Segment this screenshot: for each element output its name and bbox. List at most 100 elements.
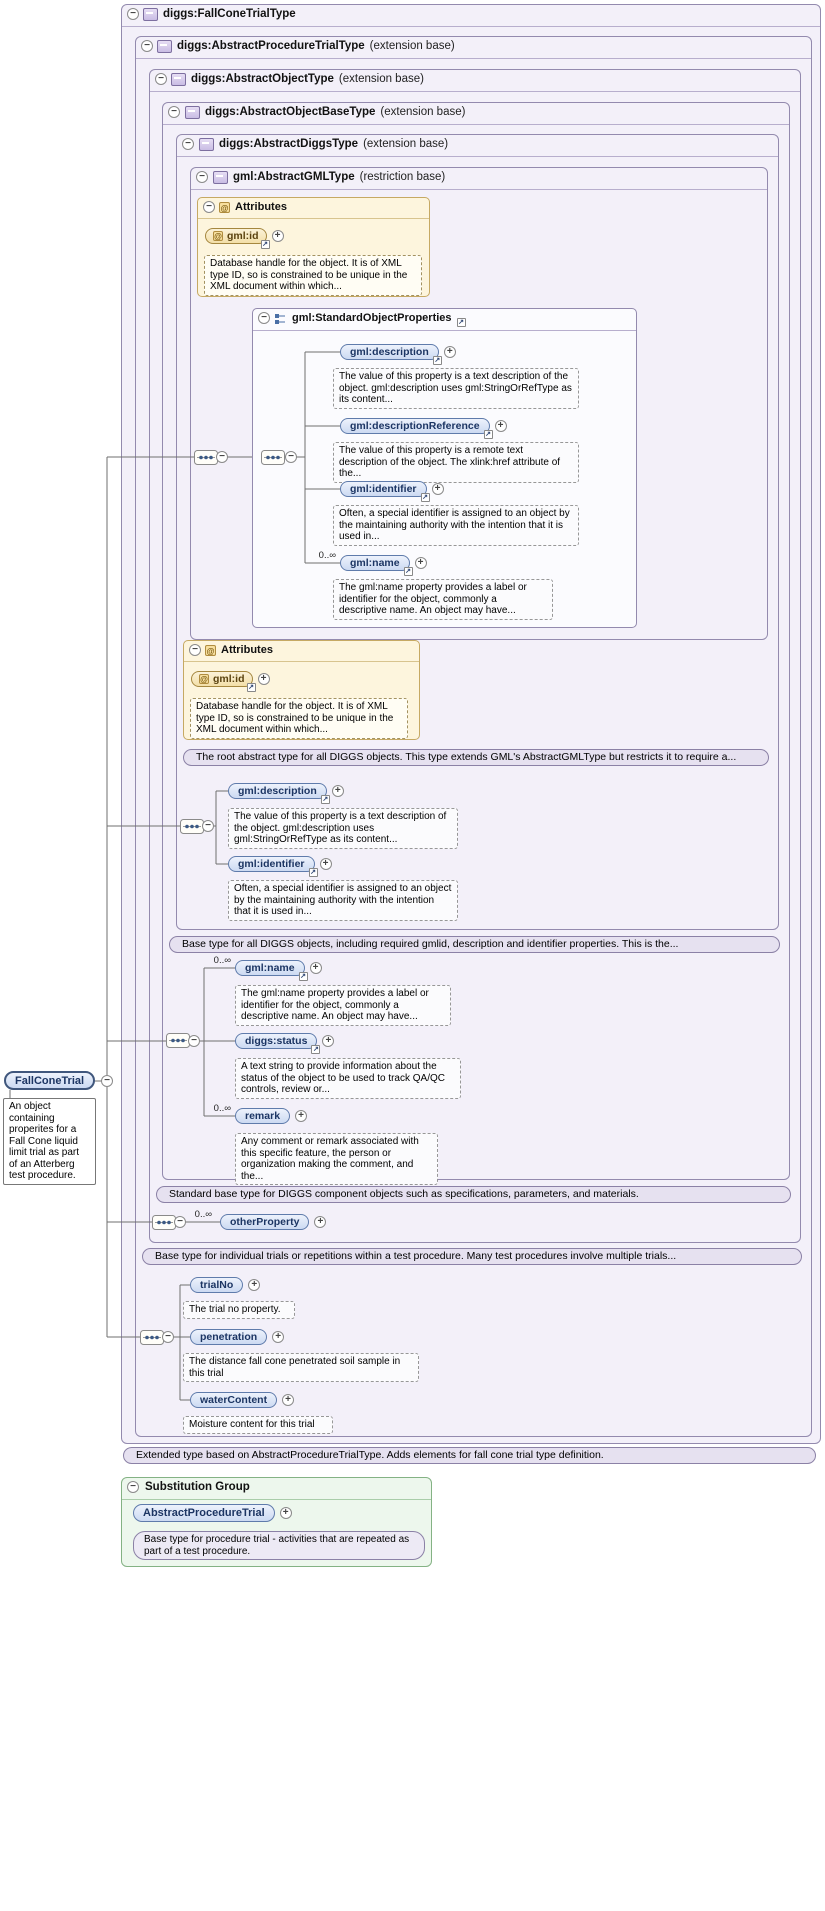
element-pill-fallConeTrial[interactable]: FallConeTrial xyxy=(4,1071,96,1090)
collapse-toggle[interactable]: − xyxy=(127,8,139,20)
collapse-toggle[interactable]: − xyxy=(189,644,201,656)
expand-toggle[interactable]: + xyxy=(443,346,456,358)
expand-toggle[interactable]: + xyxy=(319,858,332,870)
expand-toggle[interactable]: + xyxy=(295,1110,308,1122)
collapse-toggle[interactable]: − xyxy=(182,138,194,150)
collapse-toggle[interactable]: − xyxy=(141,40,153,52)
collapse-toggle[interactable]: − xyxy=(202,820,214,832)
element-row-gml-descriptionReference: gml:descriptionReference↗ + xyxy=(340,418,507,439)
element-row-waterContent: waterContent + xyxy=(190,1392,295,1408)
reference-arrow-icon[interactable]: ↗ xyxy=(320,795,330,804)
element-label: penetration xyxy=(200,1331,258,1343)
box-title: diggs:AbstractObjectType xyxy=(191,73,334,85)
doc-penetration: The distance fall cone penetrated soil s… xyxy=(183,1353,419,1382)
expand-toggle[interactable]: + xyxy=(494,420,507,432)
collapse-toggle[interactable]: − xyxy=(216,451,228,463)
element-pill-abstractProcedureTrial[interactable]: AbstractProcedureTrial xyxy=(133,1504,275,1522)
collapse-toggle[interactable]: − xyxy=(162,1331,174,1343)
collapse-toggle[interactable]: − xyxy=(155,73,167,85)
collapse-toggle[interactable]: − xyxy=(258,312,270,324)
annotation-abstractObjectBaseType: Base type for all DIGGS objects, includi… xyxy=(169,936,780,953)
element-pill-gml-identifier[interactable]: gml:identifier↗ xyxy=(228,856,318,877)
expand-toggle[interactable]: + xyxy=(279,1507,292,1519)
reference-arrow-icon[interactable]: ↗ xyxy=(308,868,318,877)
attributes-header-gml: @ Attributes xyxy=(219,200,287,214)
header-separator xyxy=(122,26,820,27)
occurrence-label: 0..∞ xyxy=(194,1209,212,1220)
expand-toggle[interactable]: + xyxy=(282,1394,295,1406)
attributes-title: Attributes xyxy=(221,644,273,656)
collapse-toggle[interactable]: − xyxy=(285,451,297,463)
expand-toggle[interactable]: + xyxy=(431,483,444,495)
box-title: diggs:AbstractProcedureTrialType xyxy=(177,40,365,52)
doc-gml-identifier: Often, a special identifier is assigned … xyxy=(228,880,458,921)
expand-toggle[interactable]: + xyxy=(257,673,270,685)
element-row-diggs-status: diggs:status↗ + xyxy=(235,1033,335,1054)
element-row-fallConeTrial: FallConeTrial − xyxy=(4,1071,114,1090)
reference-arrow-icon[interactable]: ↗ xyxy=(260,240,270,249)
element-pill-diggs-status[interactable]: diggs:status↗ xyxy=(235,1033,321,1054)
header-separator xyxy=(177,156,778,157)
element-pill-otherProperty[interactable]: otherProperty xyxy=(220,1214,310,1230)
reference-arrow-icon[interactable]: ↗ xyxy=(483,430,493,439)
element-pill-gml-descriptionReference[interactable]: gml:descriptionReference↗ xyxy=(340,418,493,439)
reference-arrow-icon[interactable]: ↗ xyxy=(420,493,430,502)
expand-toggle[interactable]: + xyxy=(322,1035,335,1047)
reference-arrow-icon[interactable]: ↗ xyxy=(298,972,308,981)
element-pill-remark[interactable]: remark xyxy=(235,1108,291,1124)
attribute-pill-gml-id[interactable]: @ gml:id ↗ xyxy=(205,228,270,249)
collapse-toggle[interactable]: − xyxy=(196,171,208,183)
expand-toggle[interactable]: + xyxy=(309,962,322,974)
element-pill-trialNo[interactable]: trialNo xyxy=(190,1277,244,1293)
collapse-toggle[interactable]: − xyxy=(127,1481,139,1493)
complex-type-icon xyxy=(157,39,172,53)
base-suffix: (extension base) xyxy=(363,138,449,150)
attributes-header-diggs: @ Attributes xyxy=(205,643,273,657)
expand-toggle[interactable]: + xyxy=(314,1216,327,1228)
reference-arrow-icon[interactable]: ↗ xyxy=(432,356,442,365)
expand-toggle[interactable]: + xyxy=(272,1331,285,1343)
box-header-abstractObjectType: diggs:AbstractObjectType (extension base… xyxy=(171,72,424,86)
sequence-icon xyxy=(180,819,204,834)
element-label: gml:identifier xyxy=(350,483,417,495)
expand-toggle[interactable]: + xyxy=(248,1279,261,1291)
expand-toggle[interactable]: + xyxy=(414,557,427,569)
reference-arrow-icon[interactable]: ↗ xyxy=(403,567,413,576)
box-title: diggs:AbstractDiggsType xyxy=(219,138,359,150)
collapse-toggle[interactable]: − xyxy=(101,1074,114,1087)
collapse-toggle[interactable]: − xyxy=(168,106,180,118)
expand-toggle[interactable]: + xyxy=(271,230,284,242)
element-pill-gml-name[interactable]: gml:name↗ xyxy=(340,555,413,576)
box-title: diggs:AbstractObjectBaseType xyxy=(205,106,376,118)
occurrence-label: 0..∞ xyxy=(213,955,231,966)
header-separator xyxy=(136,58,811,59)
doc-gml-id: Database handle for the object. It is of… xyxy=(190,698,408,739)
sequence-icon xyxy=(152,1215,176,1230)
element-pill-penetration[interactable]: penetration xyxy=(190,1329,268,1345)
box-title: diggs:FallConeTrialType xyxy=(163,8,296,20)
element-pill-gml-description[interactable]: gml:description↗ xyxy=(340,344,442,365)
reference-arrow-icon[interactable]: ↗ xyxy=(246,683,256,692)
box-header-abstractGmlType: gml:AbstractGMLType (restriction base) xyxy=(213,170,445,184)
element-pill-gml-identifier[interactable]: gml:identifier↗ xyxy=(340,481,430,502)
reference-arrow-icon[interactable]: ↗ xyxy=(311,1045,321,1054)
sequence-icon xyxy=(261,450,285,465)
doc-abstractProcedureTrial: Base type for procedure trial - activiti… xyxy=(133,1531,425,1560)
attribute-pill-gml-id[interactable]: @ gml:id ↗ xyxy=(191,671,256,692)
element-pill-gml-description[interactable]: gml:description↗ xyxy=(228,783,330,804)
element-row-otherProperty: otherProperty + xyxy=(220,1214,327,1230)
annotation-abstractProcedureTrialType: Base type for individual trials or repet… xyxy=(142,1248,802,1265)
element-pill-gml-name[interactable]: gml:name↗ xyxy=(235,960,308,981)
reference-arrow-icon[interactable]: ↗ xyxy=(456,317,466,327)
complex-type-icon xyxy=(143,7,158,21)
element-label: gml:description xyxy=(238,785,317,797)
collapse-toggle[interactable]: − xyxy=(174,1216,186,1228)
expand-toggle[interactable]: + xyxy=(331,785,344,797)
doc-gml-identifier: Often, a special identifier is assigned … xyxy=(333,505,579,546)
doc-gml-name: The gml:name property provides a label o… xyxy=(235,985,451,1026)
collapse-toggle[interactable]: − xyxy=(203,201,215,213)
element-pill-waterContent[interactable]: waterContent xyxy=(190,1392,278,1408)
doc-gml-description: The value of this property is a text des… xyxy=(333,368,579,409)
element-label: FallConeTrial xyxy=(15,1074,85,1087)
collapse-toggle[interactable]: − xyxy=(188,1035,200,1047)
